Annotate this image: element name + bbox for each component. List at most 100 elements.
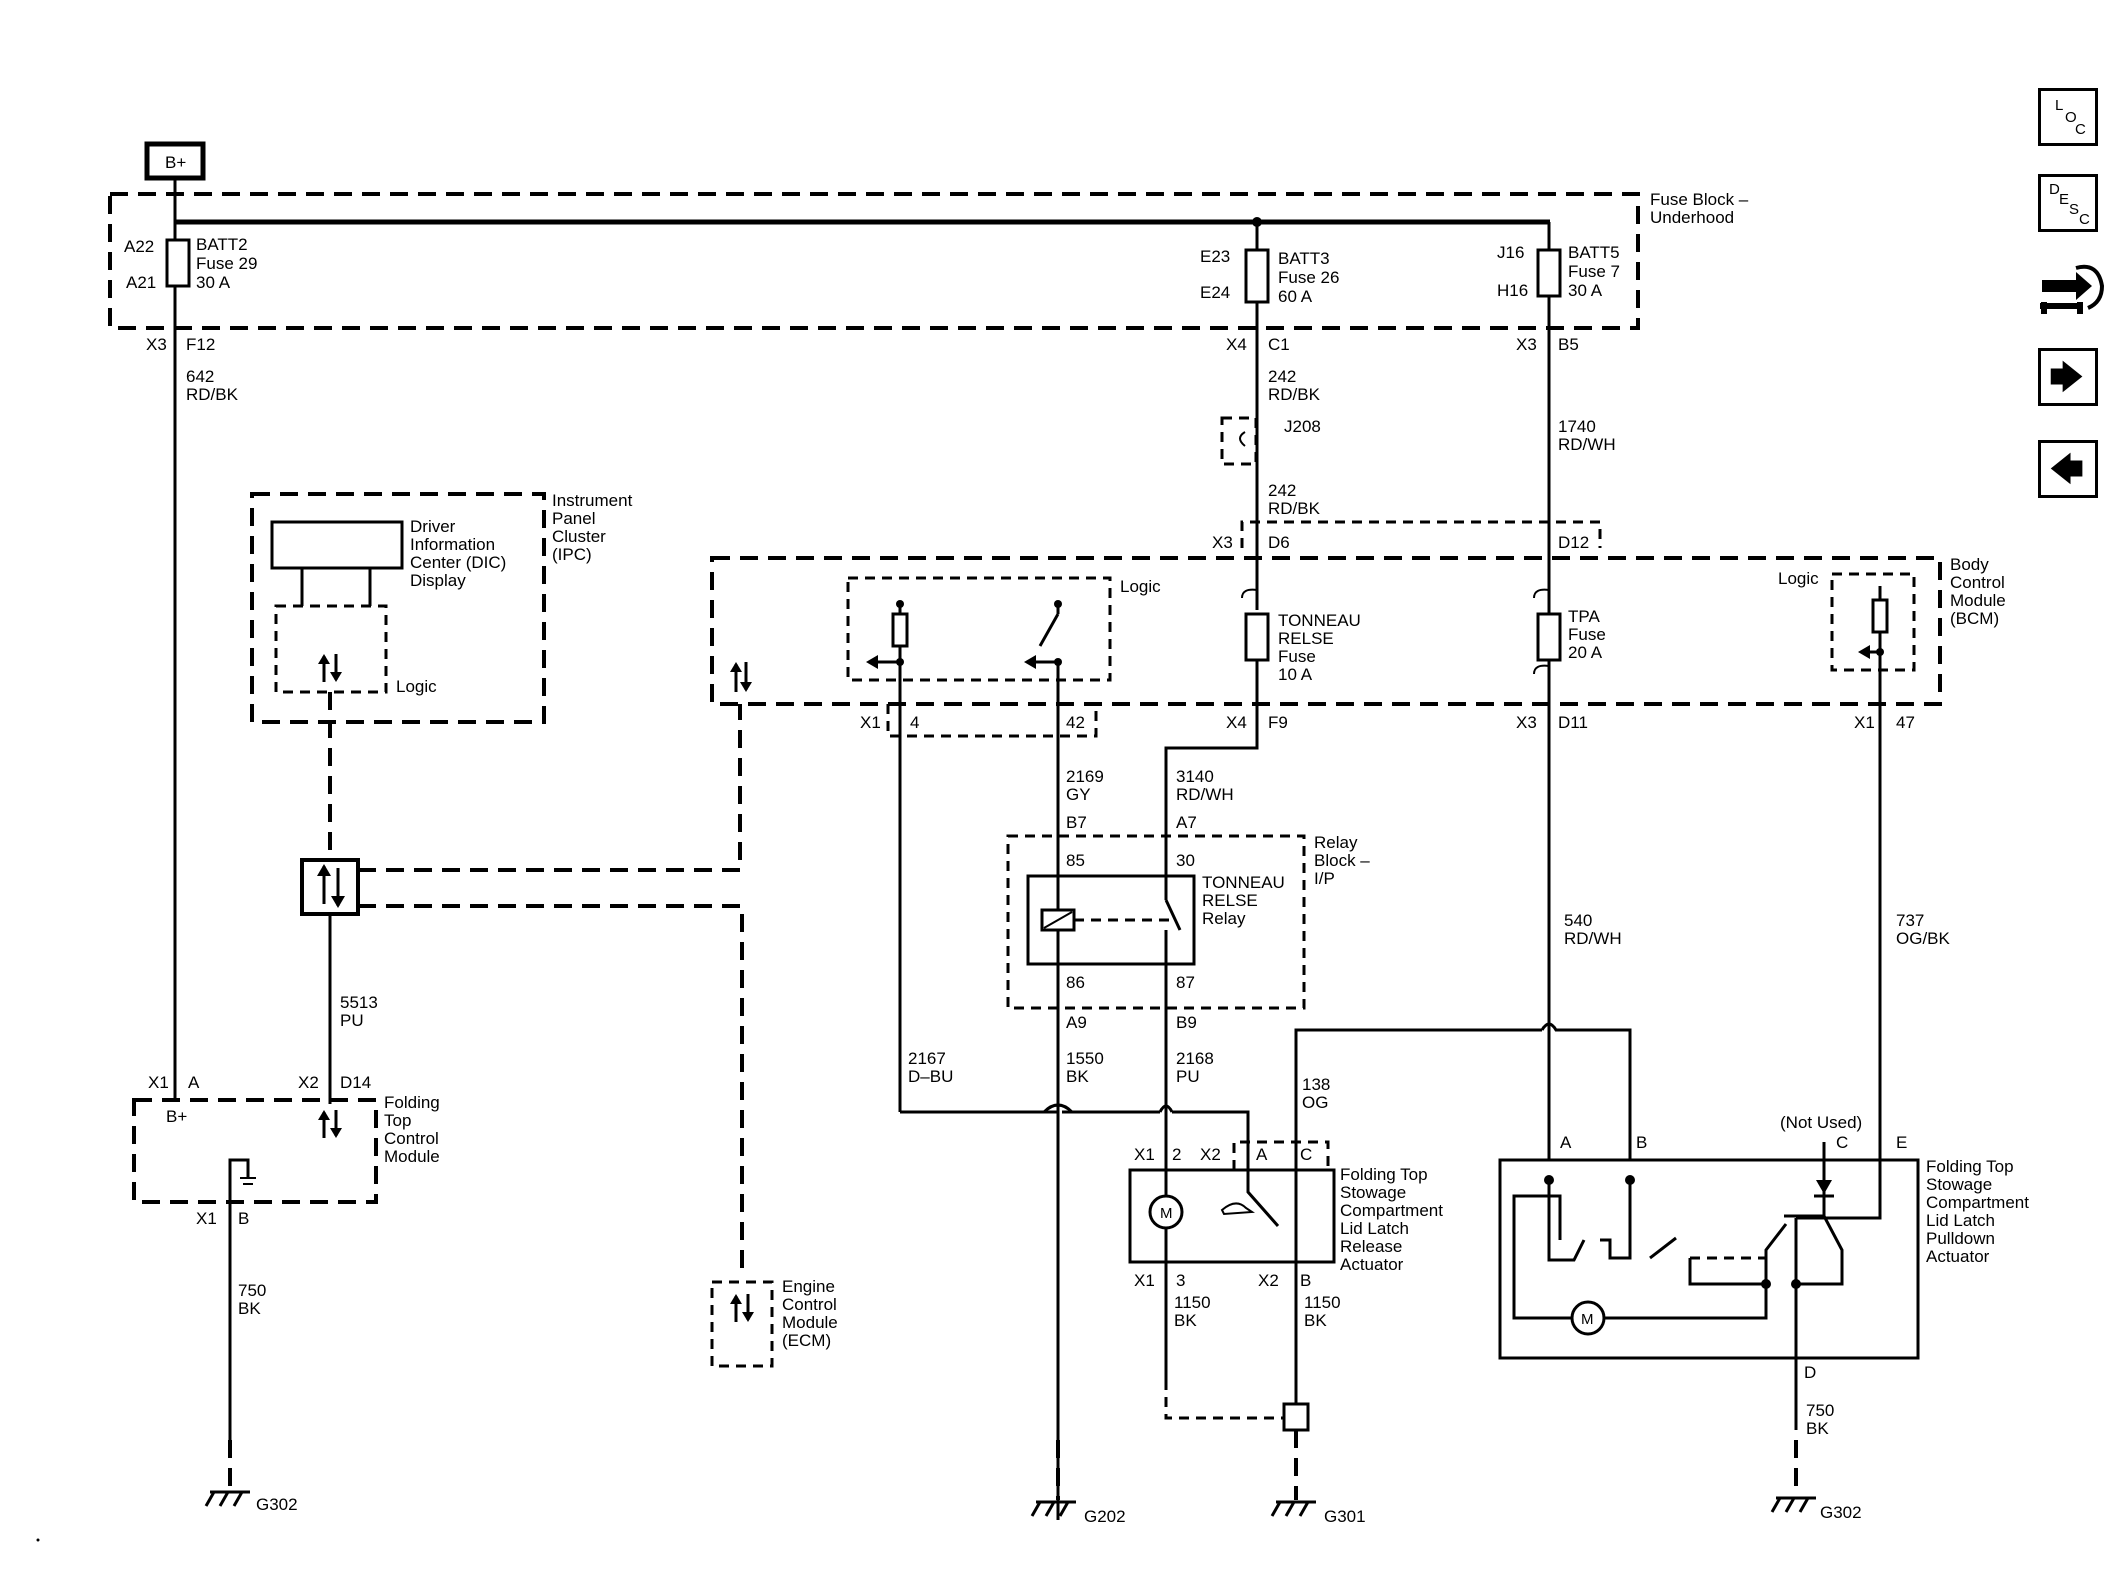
batt5-fuse xyxy=(1536,248,1562,298)
pulldown-pb: B xyxy=(1636,1133,1647,1152)
bcm-f9-pin: F9 xyxy=(1268,713,1288,732)
dic-label-3: Center (DIC) xyxy=(410,553,506,572)
pulldown-motor-label: M xyxy=(1581,1311,1594,1328)
pulldown-pc: C xyxy=(1836,1133,1848,1152)
w737-num: 737 xyxy=(1896,911,1924,930)
w2168-color: PU xyxy=(1176,1067,1200,1086)
release-p2: 2 xyxy=(1172,1145,1181,1164)
pulldown-title-2: Stowage xyxy=(1926,1175,1992,1194)
relay-b7: B7 xyxy=(1066,813,1087,832)
w642-num: 642 xyxy=(186,367,214,386)
batt3-pin: C1 xyxy=(1268,335,1290,354)
release-x1: X1 xyxy=(1134,1145,1155,1164)
loc-l: L xyxy=(2055,97,2064,114)
bcm-outline xyxy=(710,556,1942,706)
bcm-logic-1 xyxy=(846,576,1112,682)
g302b-label: G302 xyxy=(1820,1503,1862,1522)
ipc-logic-label: Logic xyxy=(396,677,437,696)
ftcm-title-2: Top xyxy=(384,1111,411,1130)
ecm-title-2: Control xyxy=(782,1295,837,1314)
w2167-num: 2167 xyxy=(908,1049,946,1068)
batt2-out-pin: A21 xyxy=(126,273,156,292)
w242a-num: 242 xyxy=(1268,367,1296,386)
batt2-name: BATT2 xyxy=(196,235,248,254)
desc-d: D xyxy=(2049,181,2060,198)
bcm-x1-4-conn: X1 xyxy=(860,713,881,732)
g301-label: G301 xyxy=(1324,1507,1366,1526)
release-p3: 3 xyxy=(1176,1271,1185,1290)
relay-b9: B9 xyxy=(1176,1013,1197,1032)
troubleshoot-icon[interactable] xyxy=(2036,258,2106,328)
dic-display xyxy=(270,520,404,570)
batt5-name: BATT5 xyxy=(1568,243,1620,262)
w1150a-color: BK xyxy=(1174,1311,1197,1330)
desc-button[interactable]: D E S C xyxy=(2038,174,2098,232)
bcm-logic-1-label: Logic xyxy=(1120,577,1161,596)
loc-button[interactable]: L O C xyxy=(2038,88,2098,146)
bcm-d11-pin: D11 xyxy=(1558,713,1588,732)
w737-color: OG/BK xyxy=(1896,929,1951,948)
loc-c: C xyxy=(2075,121,2086,138)
next-button[interactable]: 🡆 xyxy=(2038,348,2098,406)
w3140-color: RD/WH xyxy=(1176,785,1234,804)
ftcm-bplus: B+ xyxy=(166,1107,187,1126)
w2168-num: 2168 xyxy=(1176,1049,1214,1068)
serial-data-splice xyxy=(300,858,360,916)
bcm-d12-pin: D12 xyxy=(1558,533,1589,552)
w2169-num: 2169 xyxy=(1066,767,1104,786)
release-title-1: Folding Top xyxy=(1340,1165,1428,1184)
batt2-fuse xyxy=(165,238,191,288)
batt5-fuse-no: Fuse 7 xyxy=(1568,262,1620,281)
ftcm-pin-d14: D14 xyxy=(340,1073,371,1092)
relay-block-outline xyxy=(1006,834,1306,1010)
pulldown-pe: E xyxy=(1896,1133,1907,1152)
relay-name-2: RELSE xyxy=(1202,891,1258,910)
pulldown-title-3: Compartment xyxy=(1926,1193,2029,1212)
w750a-num: 750 xyxy=(238,1281,266,1300)
bcm-47-conn: X1 xyxy=(1854,713,1875,732)
w750b-color: BK xyxy=(1806,1419,1829,1438)
batt5-amps: 30 A xyxy=(1568,281,1603,300)
w750a-color: BK xyxy=(238,1299,261,1318)
pulldown-not-used: (Not Used) xyxy=(1780,1113,1862,1132)
release-title-4: Lid Latch xyxy=(1340,1219,1409,1238)
tonneau-fuse-2: RELSE xyxy=(1278,629,1334,648)
ftcm-pin-a: A xyxy=(188,1073,200,1092)
j208-label: J208 xyxy=(1284,417,1321,436)
bcm-title-3: Module xyxy=(1950,591,2006,610)
w1550-num: 1550 xyxy=(1066,1049,1104,1068)
relay-block-2: Block – xyxy=(1314,851,1370,870)
release-title-6: Actuator xyxy=(1340,1255,1404,1274)
dic-label-2: Information xyxy=(410,535,495,554)
batt3-fuse-no: Fuse 26 xyxy=(1278,268,1339,287)
release-x2b: X2 xyxy=(1258,1271,1279,1290)
bcm-pin42: 42 xyxy=(1066,713,1085,732)
batt5-conn: X3 xyxy=(1516,335,1537,354)
release-pa: A xyxy=(1256,1145,1268,1164)
batt2-amps: 30 A xyxy=(196,273,231,292)
batt5-in-pin: J16 xyxy=(1497,243,1524,262)
loc-o: O xyxy=(2065,109,2077,126)
ground-splice xyxy=(1282,1402,1310,1432)
tpa-fuse-3: 20 A xyxy=(1568,643,1603,662)
relay-name-1: TONNEAU xyxy=(1202,873,1285,892)
bcm-f9-conn: X4 xyxy=(1226,713,1247,732)
arrow-left-icon: 🡄 xyxy=(2049,450,2085,490)
w1150b-color: BK xyxy=(1304,1311,1327,1330)
ftcm-outline xyxy=(132,1098,378,1204)
ipc-outline xyxy=(250,492,546,724)
ftcm-title-3: Control xyxy=(384,1129,439,1148)
release-motor-label: M xyxy=(1160,1205,1173,1222)
bcm-pin47: 47 xyxy=(1896,713,1915,732)
tonneau-relse-fuse xyxy=(1244,612,1270,662)
w1150b-num: 1150 xyxy=(1304,1293,1341,1312)
relay-block-3: I/P xyxy=(1314,869,1335,888)
w1740-num: 1740 xyxy=(1558,417,1596,436)
release-title-3: Compartment xyxy=(1340,1201,1443,1220)
ecm-outline xyxy=(710,1280,774,1368)
ftcm-x2: X2 xyxy=(298,1073,319,1092)
prev-button[interactable]: 🡄 xyxy=(2038,440,2098,498)
pulldown-pd: D xyxy=(1804,1363,1816,1382)
bcm-logic-2 xyxy=(1830,572,1916,672)
